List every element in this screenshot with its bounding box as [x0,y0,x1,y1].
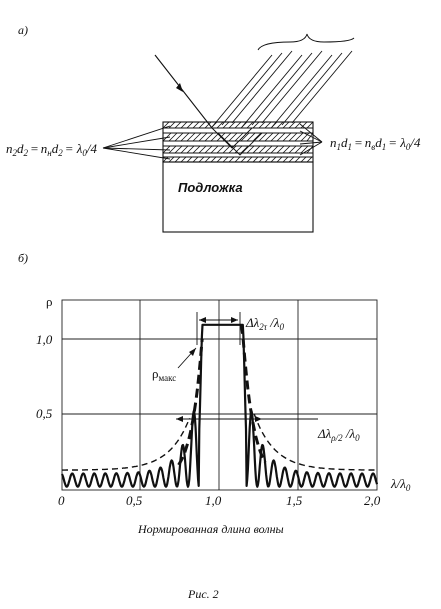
right-pointers [299,123,323,156]
substrate-block [162,161,314,233]
plot-frame [61,299,378,491]
x-tick-1: 0,5 [126,493,143,508]
x-tick-2: 1,0 [205,493,222,508]
left-pointers [102,125,171,160]
left-formula: n2d2=nнd2= λ0/4 [6,141,98,158]
y-tick-1: 1,0 [36,332,53,347]
mid-width-marker [176,416,318,422]
beam-brace [257,33,355,51]
reflected-ray [241,54,303,128]
reflected-ray [271,54,333,128]
delta-top-label: Δλ2τ /λ0 [245,315,285,332]
reflected-ray [231,50,293,124]
x-axis-label: λ/λ0 [390,476,411,493]
delta-mid-label: Δλρ/2 /λ0 [317,426,360,443]
envelope-dashed-curve [62,413,377,471]
panel-label-a: а) [18,23,28,37]
y-tick-0: 0,5 [36,406,53,421]
reflected-rays [211,50,353,128]
layer-stack [162,121,314,163]
figure-caption: Рис. 2 [187,587,219,601]
reflected-ray [261,50,323,124]
x-tick-4: 2,0 [364,493,381,508]
reflected-ray [211,54,273,128]
panel-label-b: б) [18,251,28,265]
x-tick-3: 1,5 [286,493,303,508]
right-formula: n1d1=nвd1= λ0/4 [330,135,421,152]
reflected-ray [221,52,283,126]
figure-b: б) ρ 1,0 0,5 0 0,5 1,0 1,5 2,0 λ/λ0 [18,251,411,601]
reflected-ray [291,50,353,124]
figure-a: а) Подложка [6,23,421,233]
incident-ray [154,54,213,129]
x-tick-0: 0 [58,493,65,508]
substrate-label: Подложка [178,180,243,195]
reflected-ray [281,52,343,126]
heavy-dashed-left [177,338,204,466]
reflectance-solid-curve [60,323,379,488]
y-axis-label: ρ [46,294,53,309]
rho-max-label: ρмакс [152,366,176,383]
reflected-ray [251,52,313,126]
x-caption: Нормированная длина волны [137,522,284,536]
top-width-marker [196,312,241,345]
heavy-dashed-right [240,324,267,464]
